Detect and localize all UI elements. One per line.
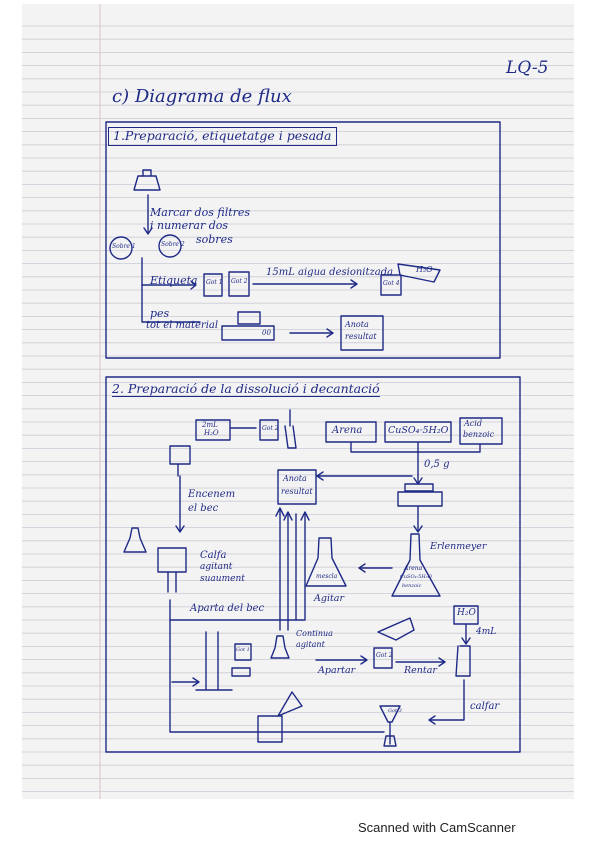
arrow-reagents [350, 442, 481, 483]
label-apartar: Apartar [318, 665, 356, 676]
label-erlenmeyer: Erlenmeyer [430, 541, 487, 552]
arrow-head-1 [143, 227, 153, 235]
line-aparta [169, 513, 306, 621]
label-continua-2: agitant [296, 640, 325, 649]
label-agitar: Agitar [314, 593, 345, 604]
beaker-got2 [228, 271, 250, 297]
beaker-label-4: Got 4 [383, 280, 400, 287]
label-suaument: suaument [200, 574, 245, 584]
result-box-1 [340, 315, 384, 351]
box-arena [325, 421, 377, 443]
beaker-got1-bottom [234, 643, 252, 661]
stand-bottom-left [195, 631, 233, 691]
circle-sobre-1 [109, 236, 133, 260]
section2-frame [105, 376, 521, 753]
flask-left [123, 527, 147, 553]
label-mescla: mescla [316, 573, 338, 580]
box-aigua [195, 419, 231, 441]
label-anota-2: resultat [281, 487, 313, 496]
label-bec: el bec [188, 503, 219, 514]
label-sobres: sobres [196, 233, 233, 246]
balance-icon-2 [397, 483, 443, 507]
label-material: tot el material [146, 320, 219, 331]
beaker-label-2: Got 2 [231, 278, 248, 285]
label-etiqueta: Etiqueta [150, 274, 198, 287]
label-agitant: agitant [200, 562, 233, 572]
label-benzoic-1: Acid [464, 419, 482, 428]
erlenmeyer-main [391, 533, 441, 597]
funnel-bottom [379, 705, 401, 745]
circle-label-2: Sobre 2 [161, 241, 185, 248]
erlen-label-3: benzoic [402, 583, 422, 589]
beaker-got4 [380, 274, 402, 296]
grid-bottom [231, 667, 251, 677]
label-got3: Got 3 [388, 708, 402, 714]
box-anota [277, 469, 317, 505]
label-continua: Continua [296, 629, 333, 638]
label-got-top: Got 2 [262, 425, 279, 432]
box-cuso4 [384, 421, 452, 443]
box-benzoic [459, 417, 503, 445]
flask-label: H₂O [416, 265, 433, 274]
page-title: c) Diagrama de flux [112, 86, 292, 107]
label-4ml: 4mL [476, 627, 497, 637]
label-aigua-2: H₂O [204, 429, 219, 437]
stirrer-top [284, 409, 297, 449]
flask-bottom [383, 735, 397, 747]
erlen-label-1: Arena [404, 565, 423, 572]
label-got1-bottom: Got 1 [236, 647, 250, 653]
label-encenem: Encenem [188, 489, 236, 500]
beaker-label-1: Got 1 [206, 279, 223, 286]
label-escalfa: Calfa [200, 550, 227, 561]
arrow-calfar [429, 679, 465, 721]
balance-icon [221, 311, 275, 341]
label-arena: Arena [332, 425, 363, 436]
label-numerar: i numerar dos [150, 219, 229, 232]
erlen-label-2: CuSO₄·5H₂O [400, 574, 432, 580]
flask-continua [270, 635, 290, 659]
label-aigua: 2mL [202, 421, 218, 429]
label-apartem: Aparta del bec [190, 603, 265, 614]
result-label-1b: resultat [345, 332, 377, 341]
section2-heading: 2. Preparació de la dissolució i decanta… [112, 381, 380, 397]
funnel-top [377, 617, 415, 641]
beaker-got2-bottom [373, 647, 393, 669]
beaker-got1 [203, 273, 223, 297]
label-benzoic-2: benzoic [463, 430, 495, 439]
label-h2o: H₂O [457, 608, 476, 618]
label-pes: pes [150, 307, 170, 320]
result-label-1a: Anota [345, 320, 369, 329]
label-got2-bottom: Got 2 [376, 652, 393, 659]
box-h2o [453, 605, 479, 625]
erlenmeyer-mescla [305, 537, 347, 587]
label-anota-1: Anota [283, 474, 307, 483]
branch-etiqueta [141, 257, 201, 323]
beaker-got2-top [259, 419, 279, 441]
wash-bottle [397, 263, 441, 283]
section1-tripod-icon [133, 169, 161, 191]
label-massa: 0,5 g [424, 459, 450, 470]
circle-label-1: Sobre 1 [112, 243, 136, 250]
beaker-got2-bottom-left [257, 715, 283, 743]
label-calfar: calfar [470, 701, 500, 712]
label-quantitat: 15mL aigua desionitzada [266, 267, 394, 278]
section1-heading: 1.Preparació, etiquetatge i pesada [108, 127, 337, 146]
loop-return [169, 599, 385, 733]
notebook-page [22, 4, 574, 799]
burner-left [169, 445, 191, 477]
section1-frame [105, 121, 501, 359]
circle-sobre-2 [158, 234, 182, 258]
scanner-watermark: Scanned with CamScanner [358, 820, 516, 835]
burner-mid [157, 547, 187, 593]
label-cuso4: CuSO₄·5H₂O [388, 425, 449, 436]
funnel-left-bottom [277, 691, 303, 717]
page-code: LQ-5 [506, 58, 549, 78]
balance-display: 00 [262, 329, 271, 337]
arrow-up-anota [279, 509, 297, 631]
label-rentar: Rentar [404, 665, 437, 676]
tube-right [455, 645, 471, 677]
label-marcar: Marcar dos filtres [150, 206, 251, 219]
